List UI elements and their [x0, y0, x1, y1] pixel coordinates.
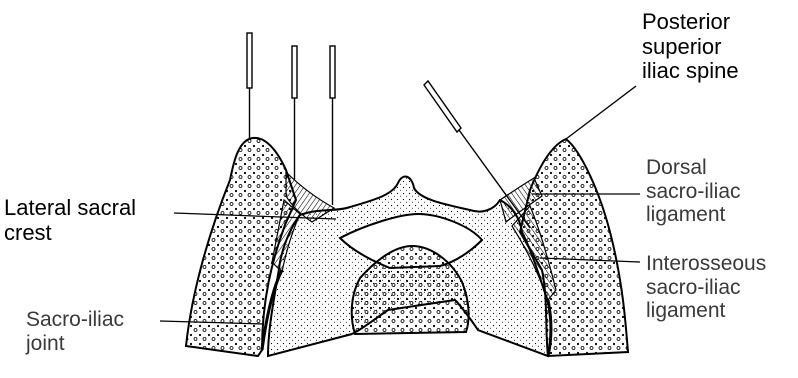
label-sacro-iliac-joint: Sacro-iliac joint: [26, 308, 124, 355]
label-interosseous-sacro-iliac-ligament: Interosseous sacro-iliac ligament: [646, 252, 766, 323]
leader-posterior-superior-iliac-spine: [566, 86, 636, 139]
label-lateral-sacral-crest: Lateral sacral crest: [4, 196, 136, 245]
label-posterior-superior-iliac-spine: Posterior superior iliac spine: [642, 10, 739, 84]
needle-left-2: [292, 46, 297, 180]
needle-left-1: [247, 33, 252, 140]
needle-left-3: [330, 46, 335, 205]
label-dorsal-sacro-iliac-ligament: Dorsal sacro-iliac ligament: [646, 156, 741, 227]
